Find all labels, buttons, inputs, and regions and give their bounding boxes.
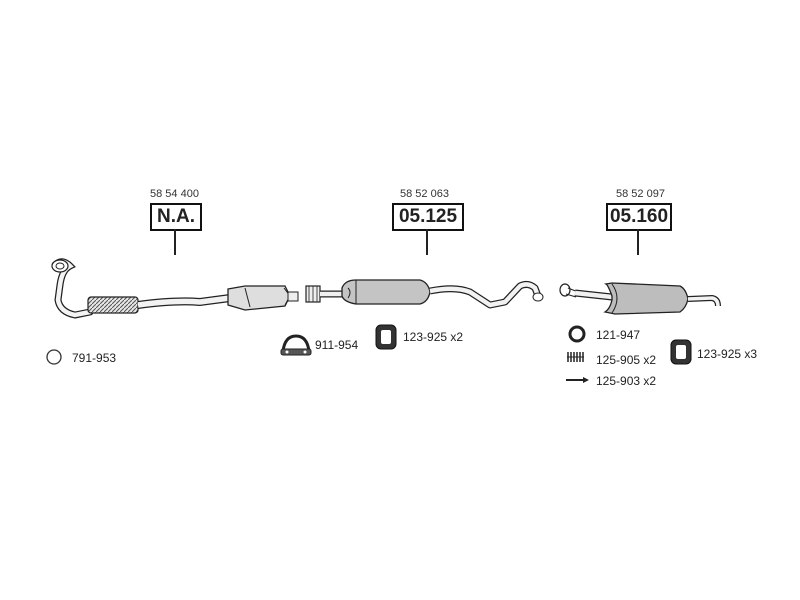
section-3-code[interactable]: 05.160 — [606, 203, 672, 231]
rear-muffler-body — [603, 282, 689, 315]
flex-joint — [87, 296, 139, 314]
part-label-clamp[interactable]: 911-954 — [315, 338, 359, 352]
middle-muffler-body — [341, 279, 431, 305]
catalytic-converter — [227, 285, 291, 311]
part-label-rubber-mount-a[interactable]: 123-925 x2 — [403, 330, 464, 344]
part-label-gasket-ring[interactable]: 791-953 — [72, 351, 117, 365]
ring-gasket-icon — [568, 325, 586, 343]
section-3-ref: 58 52 097 — [616, 188, 665, 200]
part-label-spring[interactable]: 125-905 x2 — [596, 353, 657, 367]
gasket-ring-icon — [46, 349, 62, 365]
spring-icon — [567, 352, 584, 362]
clamp-icon — [280, 334, 312, 356]
part-label-bolt[interactable]: 125-903 x2 — [596, 374, 657, 388]
front-pipe-assembly[interactable] — [51, 258, 299, 319]
section-1-ref: 58 54 400 — [150, 188, 199, 200]
rubber-mount-icon-b — [670, 339, 692, 365]
part-label-rubber-mount-b[interactable]: 123-925 x3 — [697, 347, 758, 361]
part-label-ring-gasket[interactable]: 121-947 — [596, 328, 641, 342]
bolt-icon — [566, 377, 589, 383]
middle-muffler-assembly[interactable] — [305, 279, 544, 309]
section-2-ref: 58 52 063 — [400, 188, 449, 200]
rubber-mount-icon — [375, 324, 397, 350]
rear-muffler-assembly[interactable] — [559, 282, 721, 315]
